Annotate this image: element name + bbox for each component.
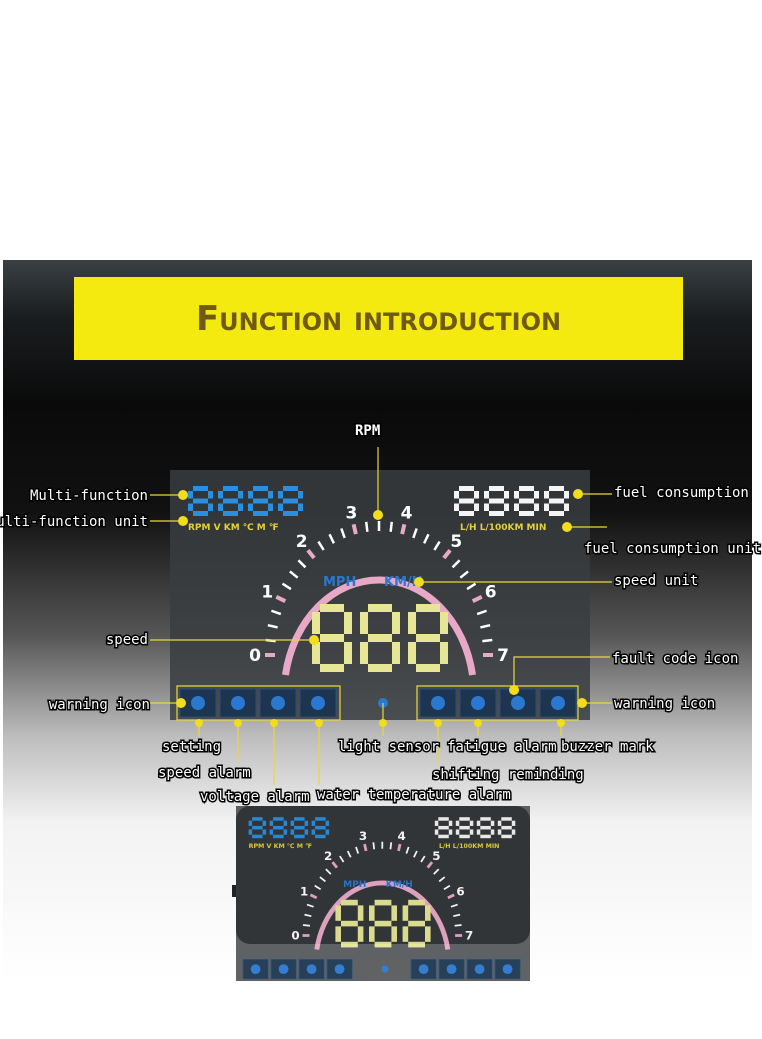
label-buzzer-mark: buzzer mark (561, 739, 654, 755)
rpm-gauge: 0 1 2 3 4 5 6 7 (249, 504, 509, 676)
left-warning-icons (179, 688, 337, 718)
rpm-scale-label: 4 (401, 504, 413, 524)
rpm-tick (267, 623, 278, 629)
label-voltage-alarm: voltage alarm (200, 789, 310, 805)
coffee-cup-icon-glyph (471, 696, 485, 710)
rpm-scale-label: 2 (296, 532, 308, 552)
rpm-tick (400, 523, 407, 535)
rpm-scale-label: 0 (249, 646, 261, 666)
label-setting: setting (162, 739, 221, 755)
rpm-scale-label: 3 (345, 504, 357, 524)
label-light-sensor: light sensor (338, 739, 439, 755)
annotation-dots (176, 489, 587, 727)
label-speed-unit: speed unit (614, 573, 698, 589)
fuel-units: L/H L/100KM MIN (460, 523, 546, 533)
speaker-icon-glyph (551, 696, 565, 710)
battery-icon-glyph (271, 696, 285, 710)
label-fatigue-alarm: fatigue alarm (447, 739, 557, 755)
label-speed: speed (106, 632, 148, 648)
speed-display (312, 604, 448, 672)
multi-function-units: RPM V KM ℃ M ℉ (188, 523, 279, 533)
label-warning-icon-left: warning icon (49, 697, 150, 713)
rpm-tick (442, 548, 452, 560)
seven-segment-digit (408, 604, 448, 672)
banner-title: Function introduction (195, 298, 562, 339)
seven-segment-digit (248, 486, 273, 516)
label-fuel-consumption: fuel consumption (614, 485, 749, 501)
seven-segment-digit (484, 486, 509, 516)
label-speed-alarm: speed alarm (158, 765, 251, 781)
label-warning-icon-right: warning icon (614, 696, 715, 712)
seven-segment-digit (454, 486, 479, 516)
rpm-tick (351, 523, 358, 535)
rpm-tick (317, 540, 325, 551)
label-multi-function-unit: Multi-function unit (0, 514, 148, 530)
multi-function-display (188, 486, 303, 516)
fault-code-icon-glyph (431, 696, 445, 710)
right-warning-icons (419, 688, 577, 718)
rpm-tick (422, 533, 430, 544)
rpm-tick (389, 521, 394, 532)
label-shifting-reminding: shifting reminding (432, 767, 584, 783)
gear-icon-glyph (191, 696, 205, 710)
kmh-unit: KM/H (384, 575, 423, 590)
rpm-scale-label: 6 (485, 583, 497, 603)
rpm-tick (281, 582, 292, 591)
hud-panel (170, 470, 590, 720)
rpm-tick (306, 548, 316, 560)
seven-segment-digit (544, 486, 569, 516)
rpm-tick (480, 623, 491, 629)
rpm-arc (281, 576, 477, 676)
seven-segment-digit (312, 604, 352, 672)
rpm-tick (433, 540, 441, 551)
seven-segment-digit (278, 486, 303, 516)
rpm-tick (328, 533, 336, 544)
rpm-scale-label: 1 (261, 583, 273, 603)
rpm-tick (471, 595, 483, 604)
rpm-scale-label: 7 (497, 646, 509, 666)
gear-shift-icon-glyph (511, 696, 525, 710)
rpm-tick (340, 528, 346, 539)
rpm-scale-label: 5 (450, 532, 462, 552)
rpm-tick (412, 528, 418, 539)
rpm-tick (364, 521, 369, 532)
hud-device (232, 806, 530, 981)
rpm-tick (451, 559, 461, 569)
rpm-tick (459, 570, 469, 579)
rpm-tick (466, 582, 477, 591)
rpm-tick (270, 609, 282, 616)
seven-segment-digit (514, 486, 539, 516)
label-rpm: RPM (355, 423, 380, 439)
rpm-tick (482, 638, 493, 643)
label-fault-code-icon: fault code icon (612, 651, 738, 667)
thermometer-icon-glyph (311, 696, 325, 710)
seven-segment-digit (188, 486, 213, 516)
mph-unit: MPH (323, 575, 356, 590)
label-water-temperature-alarm: water temperature alarm (317, 787, 511, 803)
rpm-tick (275, 595, 287, 604)
seven-segment-digit (218, 486, 243, 516)
title-banner: Function introduction (74, 277, 683, 360)
rpm-tick (476, 609, 488, 616)
speedometer-icon-glyph (231, 696, 245, 710)
label-multi-function: Multi-function (30, 488, 148, 504)
rpm-tick (289, 570, 299, 579)
seven-segment-digit (360, 604, 400, 672)
rpm-tick (297, 559, 307, 569)
fuel-consumption-display (454, 486, 569, 516)
label-fuel-consumption-unit: fuel consumption unit (584, 541, 761, 557)
